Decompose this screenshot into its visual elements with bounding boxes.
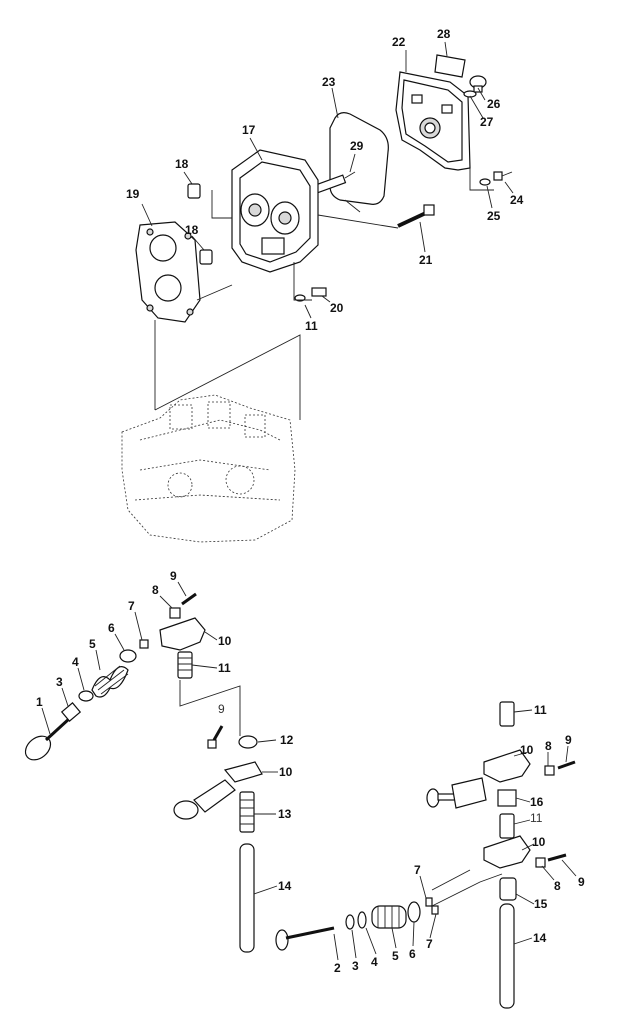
label-8-c: 8	[554, 879, 561, 893]
label-11-upper: 11	[305, 319, 318, 333]
label-9-a: 9	[170, 569, 177, 583]
cap-o-ring	[463, 90, 477, 98]
stem-seal-3-right	[345, 914, 355, 930]
label-29: 29	[350, 139, 364, 153]
spring-retainer-6	[119, 649, 137, 663]
label-10-c: 10	[520, 743, 534, 757]
label-6-a: 6	[108, 621, 115, 635]
spring-seat-4-right	[357, 911, 367, 929]
label-10-a: 10	[218, 634, 232, 648]
label-5-b: 5	[392, 949, 399, 963]
washer-25	[479, 178, 491, 186]
rocker-arm-10-lower-right	[483, 835, 531, 869]
label-18-lower: 18	[185, 223, 199, 237]
retainer-6-right	[407, 901, 421, 923]
label-20: 20	[330, 301, 344, 315]
label-10-b: 10	[279, 765, 293, 779]
adjuster-screw-9b	[207, 725, 224, 749]
label-4-b: 4	[371, 955, 378, 969]
rocker-arm-10-right	[483, 749, 531, 783]
label-19: 19	[126, 187, 140, 201]
label-4-a: 4	[72, 655, 79, 669]
label-3-b: 3	[352, 959, 359, 973]
oil-filler-cap	[469, 75, 487, 93]
nut-8-lower-right	[535, 857, 546, 868]
label-23: 23	[322, 75, 336, 89]
label-22: 22	[392, 35, 406, 49]
label-2: 2	[334, 961, 341, 975]
label-1: 1	[36, 695, 43, 709]
label-17: 17	[242, 123, 256, 137]
screw-9-lower-right	[547, 853, 567, 862]
dowel-pin-lower	[199, 249, 213, 265]
cylinder-head-cover	[395, 71, 471, 171]
valve-assembly-10	[173, 761, 263, 820]
assembly-lines-lower	[41, 581, 577, 961]
head-gasket	[135, 221, 201, 323]
label-7-b: 7	[414, 863, 421, 877]
valve-stem-seal-3	[60, 702, 82, 722]
assembly-lines-upper	[141, 41, 514, 420]
rocker-spring-11	[177, 651, 193, 679]
label-16: 16	[530, 795, 544, 809]
valve-spring-5-right	[371, 905, 407, 929]
label-27: 27	[480, 115, 494, 129]
cover-decal	[434, 54, 466, 78]
push-rod-14	[239, 843, 255, 953]
rocker-arm-10	[159, 617, 206, 651]
cover-gasket	[329, 112, 389, 205]
label-11-d: 11	[530, 811, 543, 825]
valve-spring-seat-4	[78, 690, 94, 702]
rocker-spring-13	[239, 791, 255, 833]
label-9-b: 9	[218, 702, 225, 716]
label-8-a: 8	[152, 583, 159, 597]
cylinder-block	[121, 394, 296, 543]
push-rod-14-right	[499, 903, 515, 1009]
label-7-a: 7	[128, 599, 135, 613]
label-28: 28	[437, 27, 451, 41]
label-7-c: 7	[426, 937, 433, 951]
tappet-15	[499, 877, 517, 901]
adjuster-nut-8	[169, 607, 181, 619]
label-12: 12	[280, 733, 294, 747]
valve-spring-5	[91, 665, 129, 698]
rocker-spring-11-right	[499, 701, 515, 727]
label-21: 21	[419, 253, 433, 267]
label-25: 25	[487, 209, 501, 223]
label-15: 15	[534, 897, 548, 911]
rocker-spring-11-lower-right	[499, 813, 515, 839]
label-6-b: 6	[409, 947, 416, 961]
tappet-16	[497, 789, 517, 807]
bolt-20	[294, 287, 327, 302]
label-26: 26	[487, 97, 501, 111]
dowel-pin-upper	[187, 183, 201, 199]
label-3-a: 3	[56, 675, 63, 689]
cotter-7-right	[425, 897, 439, 915]
tappet-12	[238, 735, 258, 749]
label-14-b: 14	[533, 931, 547, 945]
label-11-c: 11	[534, 703, 547, 717]
adjuster-screw-9	[181, 592, 197, 606]
label-13: 13	[278, 807, 292, 821]
label-24: 24	[510, 193, 524, 207]
intake-valve	[24, 716, 72, 761]
cover-bolt-24	[493, 171, 513, 181]
label-5-a: 5	[89, 637, 96, 651]
label-9-c: 9	[565, 733, 572, 747]
label-14-a: 14	[278, 879, 292, 893]
part-number-labels: 28 22 23 26 27 17 29 18 19 18 24 25 21 2…	[36, 27, 585, 975]
label-10-d: 10	[532, 835, 546, 849]
label-9-d: 9	[578, 875, 585, 889]
label-11-b: 11	[218, 661, 231, 675]
valve-2	[275, 926, 335, 951]
screw-9-right	[557, 760, 576, 770]
cylinder-head	[231, 149, 319, 273]
label-8-b: 8	[545, 739, 552, 753]
valve-cotter-7	[139, 639, 149, 649]
valve-assembly-right	[426, 777, 487, 809]
head-bolt	[397, 204, 435, 228]
label-18-upper: 18	[175, 157, 189, 171]
nut-8-right	[544, 765, 555, 776]
